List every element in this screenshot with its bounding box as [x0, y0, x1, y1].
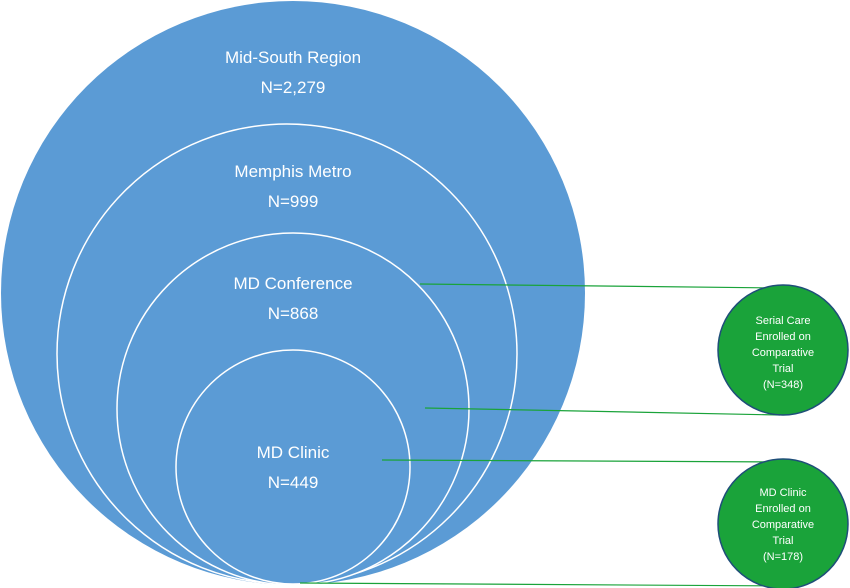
- enrolled-md-clinic-line: Comparative: [752, 519, 814, 531]
- connector-line: [424, 407, 781, 416]
- enrolled-md-clinic-line: Enrolled on: [755, 503, 811, 515]
- count-mid-south-region: N=2,279: [261, 78, 326, 97]
- enrolled-md-clinic-line: (N=178): [763, 551, 803, 563]
- label-memphis-metro: Memphis Metro: [234, 162, 351, 181]
- connector-line: [299, 582, 791, 587]
- enrolled-serial-care-circle: [717, 284, 849, 416]
- enrolled-serial-care-line: Comparative: [752, 347, 814, 359]
- enrolled-md-clinic-line: MD Clinic: [759, 487, 807, 499]
- enrolled-serial-care-line: Trial: [773, 363, 794, 375]
- label-mid-south-region: Mid-South Region: [225, 48, 361, 67]
- enrolled-md-clinic-circle: [717, 458, 849, 588]
- enrolled-serial-care-line: (N=348): [763, 379, 803, 391]
- count-memphis-metro: N=999: [268, 192, 319, 211]
- circle-md-clinic: [175, 349, 411, 585]
- count-md-conference: N=868: [268, 304, 319, 323]
- enrolled-serial-care-line: Serial Care: [755, 315, 810, 327]
- enrolled-serial-care-line: Enrolled on: [755, 331, 811, 343]
- label-md-conference: MD Conference: [233, 274, 352, 293]
- count-md-clinic: N=449: [268, 473, 319, 492]
- enrolled-md-clinic-line: Trial: [773, 535, 794, 547]
- label-md-clinic: MD Clinic: [257, 443, 330, 462]
- connector-line: [419, 283, 781, 289]
- connector-line: [381, 459, 791, 463]
